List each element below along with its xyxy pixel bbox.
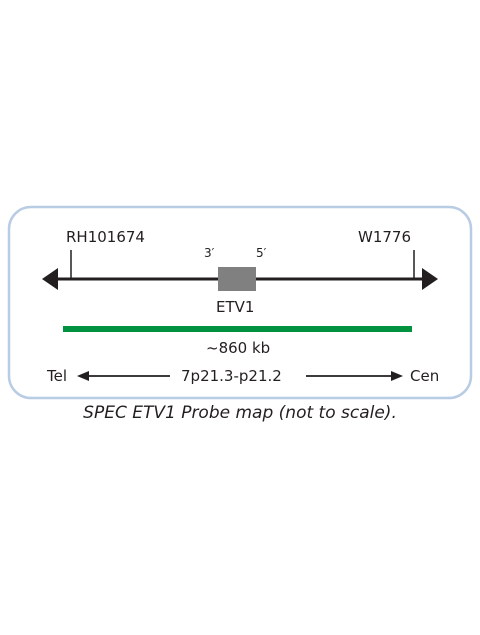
probe-bar — [63, 326, 412, 332]
gene-box — [218, 267, 256, 291]
diagram-frame — [7, 205, 473, 400]
chromosome-right-arrowhead — [422, 268, 438, 290]
band-label: 7p21.3-p21.2 — [181, 367, 282, 385]
cen-arrowhead — [391, 371, 403, 381]
marker-label-left: RH101674 — [66, 228, 145, 246]
chromosome-left-arrowhead — [42, 268, 58, 290]
gene-3-prime-label: 3′ — [204, 246, 215, 260]
marker-label-right: W1776 — [358, 228, 412, 246]
gene-name-label: ETV1 — [216, 298, 255, 316]
cen-label: Cen — [410, 367, 440, 385]
figure-caption: SPEC ETV1 Probe map (not to scale). — [83, 403, 397, 423]
gene-5-prime-label: 5′ — [256, 246, 267, 260]
tel-label: Tel — [47, 367, 68, 385]
tel-arrowhead — [77, 371, 89, 381]
probe-size-label: ~860 kb — [206, 339, 271, 357]
